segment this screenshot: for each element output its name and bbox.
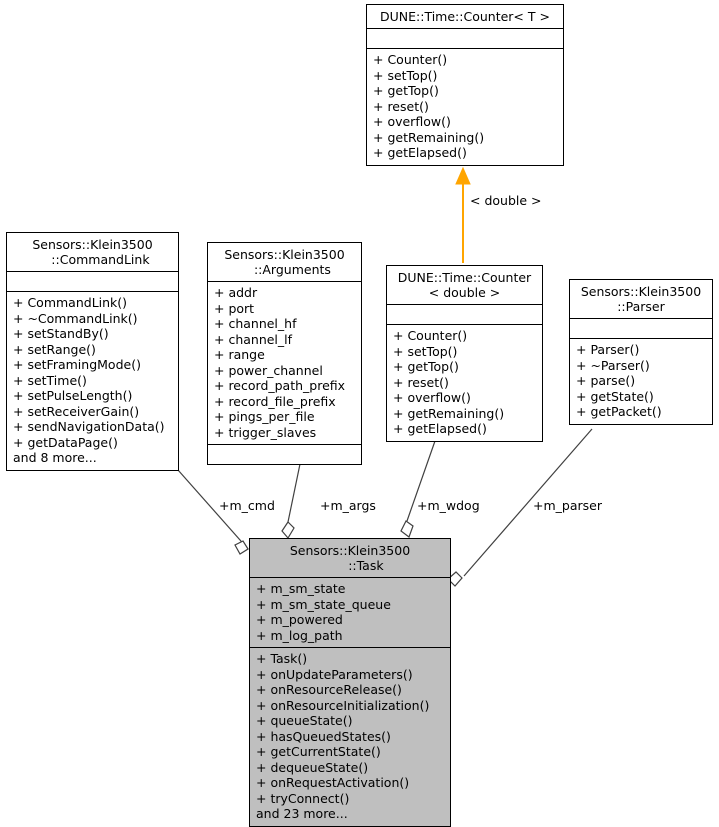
class-member: + setTop() — [393, 343, 458, 359]
class-member: + getElapsed() — [393, 421, 487, 436]
class-title-line: DUNE::Time::Counter — [397, 270, 532, 285]
class-member: + sendNavigationData() — [13, 419, 165, 434]
class-member: + setPulseLength() — [13, 388, 133, 403]
class-attributes-task: + m_sm_state + m_sm_state_queue + m_powe… — [250, 577, 450, 647]
class-title-line: ::Parser — [617, 299, 665, 314]
class-member: and 8 more... — [13, 450, 97, 465]
class-methods-command-link: + CommandLink() + ~CommandLink() + setSt… — [7, 291, 178, 470]
class-methods-parser: + Parser() + ~Parser() + parse() + getSt… — [570, 338, 712, 424]
class-methods-counter-t: + Counter() + setTop() + getTop() + rese… — [367, 48, 563, 165]
class-attributes-counter-double — [387, 304, 542, 324]
class-member: + setTop() — [373, 67, 438, 83]
edge-label-inheritance: < double > — [470, 193, 542, 208]
class-member: + onRequestActivation() — [256, 775, 410, 790]
class-box-command-link[interactable]: Sensors::Klein3500 ::CommandLink + Comma… — [6, 232, 179, 471]
class-member: + pings_per_file — [214, 409, 315, 424]
class-member: and 23 more... — [256, 806, 348, 821]
class-member: + record_file_prefix — [214, 393, 336, 409]
class-member: + onResourceRelease() — [256, 682, 402, 697]
class-member: + getCurrentState() — [256, 744, 381, 759]
class-title-task: Sensors::Klein3500 ::Task — [250, 539, 450, 577]
class-member: + getTop() — [393, 359, 459, 374]
class-member: + ~Parser() — [576, 357, 650, 373]
class-member: + parse() — [576, 373, 636, 388]
class-box-task[interactable]: Sensors::Klein3500 ::Task + m_sm_state +… — [249, 538, 451, 827]
class-member: + overflow() — [393, 390, 471, 405]
class-member: + m_powered — [256, 612, 343, 627]
class-member: + reset() — [393, 374, 449, 390]
class-member: + CommandLink() — [13, 295, 128, 310]
class-title-line: Sensors::Klein3500 — [32, 237, 153, 252]
class-title-counter-t: DUNE::Time::Counter< T > — [380, 9, 550, 24]
class-member: + getRemaining() — [373, 129, 485, 145]
class-title-line: ::CommandLink — [35, 252, 150, 267]
class-title-line: ::Arguments — [238, 262, 331, 277]
edge-label-m-args: +m_args — [320, 498, 376, 513]
class-box-counter-t[interactable]: DUNE::Time::Counter< T > + Counter() + s… — [366, 4, 564, 166]
edge-m-wdog — [400, 440, 436, 538]
class-member: + trigger_slaves — [214, 424, 317, 440]
class-member: + getRemaining() — [393, 405, 505, 421]
class-member: + Counter() — [393, 328, 468, 343]
class-box-arguments[interactable]: Sensors::Klein3500 ::Arguments + addr + … — [207, 242, 362, 465]
class-methods-task: + Task() + onUpdateParameters() + onReso… — [250, 647, 450, 826]
class-member: + onResourceInitialization() — [256, 697, 430, 713]
class-title-line: Sensors::Klein3500 — [580, 284, 702, 299]
class-member: + reset() — [373, 98, 429, 114]
class-member: + channel_hf — [214, 316, 297, 331]
class-member: + setTime() — [13, 372, 87, 388]
class-member: + tryConnect() — [256, 790, 350, 806]
class-member: + setReceiverGain() — [13, 403, 140, 419]
class-attributes-command-link — [7, 271, 178, 291]
edge-m-args — [281, 463, 301, 540]
class-title-command-link: Sensors::Klein3500 ::CommandLink — [7, 233, 178, 271]
class-methods-arguments — [208, 444, 361, 464]
class-member: + onUpdateParameters() — [256, 666, 413, 682]
class-member: + getDataPage() — [13, 434, 118, 450]
edge-label-m-parser: +m_parser — [533, 498, 602, 513]
class-member: + dequeueState() — [256, 759, 369, 775]
class-attributes-parser — [570, 318, 712, 338]
class-member: + setFramingMode() — [13, 357, 141, 372]
class-member: + record_path_prefix — [214, 378, 346, 393]
class-member: + Task() — [256, 651, 308, 666]
class-member: + overflow() — [373, 114, 451, 129]
class-title-line: ::Task — [316, 558, 384, 573]
class-title-line: Sensors::Klein3500 — [289, 543, 411, 558]
class-member: + range — [214, 347, 265, 362]
class-member: + getElapsed() — [373, 145, 467, 160]
class-member: + m_sm_state — [256, 581, 346, 596]
class-member: + getState() — [576, 388, 654, 404]
class-attributes-arguments: + addr + port + channel_hf + channel_lf … — [208, 281, 361, 444]
edge-label-m-wdog: +m_wdog — [417, 498, 480, 513]
class-member: + channel_lf — [214, 331, 293, 347]
class-member: + ~CommandLink() — [13, 310, 138, 326]
class-member: + getPacket() — [576, 404, 662, 419]
class-title-parser: Sensors::Klein3500::Parser — [570, 280, 712, 318]
class-title-arguments: Sensors::Klein3500 ::Arguments — [208, 243, 361, 281]
class-attributes-counter-t — [367, 28, 563, 48]
class-methods-counter-double: + Counter() + setTop() + getTop() + rese… — [387, 324, 542, 441]
class-member: + power_channel — [214, 362, 323, 378]
edge-inheritance — [455, 166, 471, 263]
class-member: + getTop() — [373, 83, 439, 98]
class-member: + setRange() — [13, 341, 96, 357]
class-member: + port — [214, 300, 255, 316]
class-box-counter-double[interactable]: DUNE::Time::Counter< double > + Counter(… — [386, 265, 543, 442]
class-member: + queueState() — [256, 713, 353, 728]
class-member: + m_sm_state_queue — [256, 596, 391, 612]
class-title-line: Sensors::Klein3500 — [224, 247, 345, 262]
class-member: + m_log_path — [256, 627, 343, 643]
class-member: + setStandBy() — [13, 326, 109, 341]
class-member: + hasQueuedStates() — [256, 728, 391, 744]
class-member: + Counter() — [373, 52, 448, 67]
class-title-line: < double > — [428, 285, 501, 300]
edge-label-m-cmd: +m_cmd — [219, 498, 275, 513]
class-box-parser[interactable]: Sensors::Klein3500::Parser + Parser() + … — [569, 279, 713, 425]
class-title-counter-double: DUNE::Time::Counter< double > — [387, 266, 542, 304]
class-member: + Parser() — [576, 342, 640, 357]
class-member: + addr — [214, 285, 258, 300]
